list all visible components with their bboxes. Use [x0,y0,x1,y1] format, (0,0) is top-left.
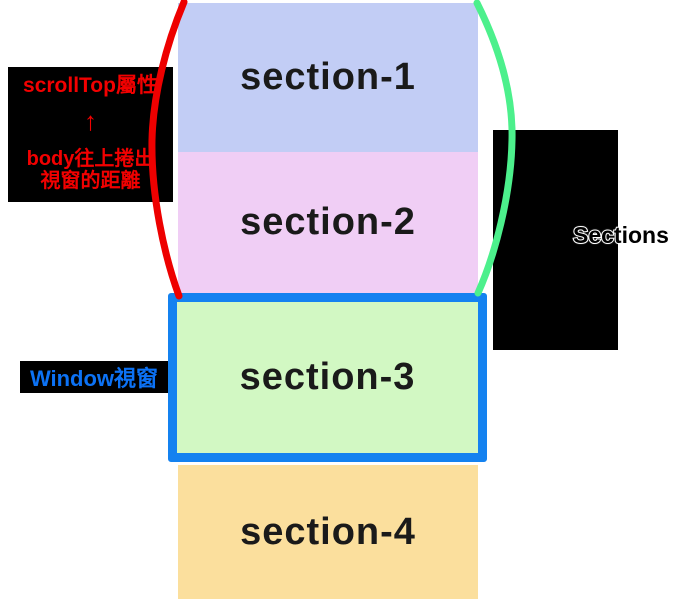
section-2-block: section-2 [178,152,478,293]
sections-range-label: Sections [572,221,670,249]
scrolltop-callout: scrollTop屬性 ↑ body往上捲出 視窗的距離 [8,67,173,202]
up-arrow-icon: ↑ [84,106,97,137]
section-4-block: section-4 [178,465,478,599]
scrolltop-description: body往上捲出 視窗的距離 [26,147,155,192]
section-2-label: section-2 [240,201,416,243]
section-3-label: section-3 [239,356,416,398]
section-4-label: section-4 [240,510,416,553]
window-viewport-outline: section-3 [168,293,487,462]
sections-range-callout: Sections [493,130,670,350]
window-callout: Window視窗 [20,361,168,393]
scrolltop-property-label: scrollTop屬性 [23,74,158,97]
section-1-block: section-1 [178,3,478,152]
section-1-label: section-1 [240,56,416,98]
window-label: Window視窗 [29,366,159,391]
